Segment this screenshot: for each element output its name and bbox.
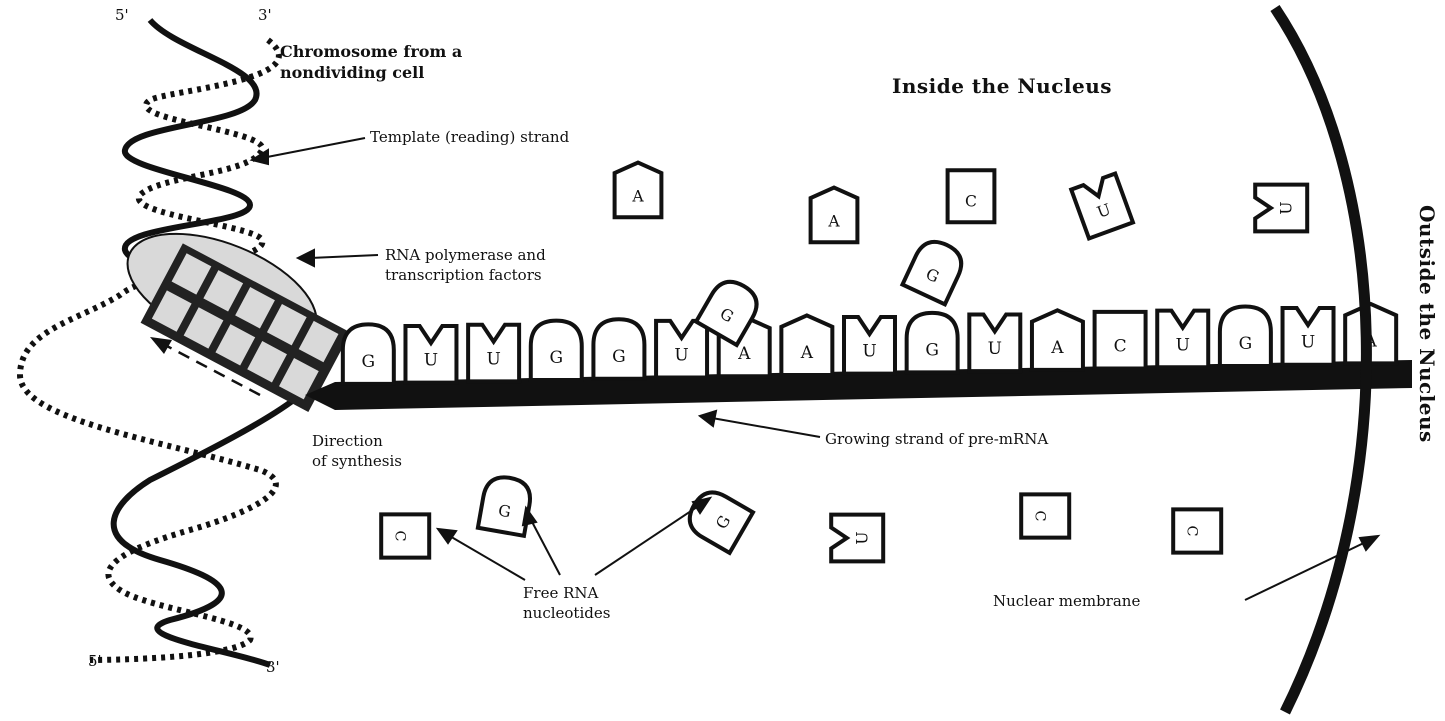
nucleotide-letter: U: [486, 349, 500, 369]
free-nucleotides-label-line1: Free RNA: [523, 584, 599, 602]
nucleotide-letter: C: [392, 530, 408, 541]
polymerase-arrow: [310, 255, 378, 258]
growing-strand-label: Growing strand of pre-mRNA: [825, 430, 1048, 448]
free-nucleotide: C: [1021, 494, 1069, 537]
free-nucleotide: A: [615, 163, 662, 218]
strand-end-bottom-right: 3': [266, 658, 280, 676]
nucleotide-letter: U: [1176, 335, 1190, 355]
mrna-nucleotide: G: [1220, 307, 1271, 366]
nucleotide-letter: A: [800, 343, 814, 363]
nucleotide-letter: U: [424, 351, 438, 371]
mrna-nucleotide: U: [405, 326, 456, 383]
nuclear-membrane-label: Nuclear membrane: [993, 592, 1140, 610]
nucleotide-letter: G: [362, 352, 376, 372]
nucleotide-letter: A: [737, 344, 751, 364]
nucleotide-letter: G: [925, 340, 939, 360]
nucleotide-letter: C: [1114, 337, 1127, 357]
inside-nucleus-title: Inside the Nucleus: [892, 74, 1112, 98]
mrna-nucleotide: U: [844, 317, 895, 374]
nucleotide-letter: U: [862, 342, 876, 362]
chromosome-label-line2: nondividing cell: [280, 63, 424, 82]
polymerase-label-line2: transcription factors: [385, 266, 542, 284]
mrna-nucleotide: G: [907, 313, 958, 372]
outside-nucleus-title: Outside the Nucleus: [1415, 205, 1439, 443]
mrna-nucleotide: U: [656, 321, 707, 378]
direction-label-line2: of synthesis: [312, 452, 402, 470]
nucleotide-letter: G: [612, 347, 626, 367]
mrna-nucleotide: G: [531, 321, 582, 380]
mrna-nucleotide: A: [1032, 310, 1083, 369]
strand-end-bottom-left: 5': [88, 652, 102, 670]
direction-label-line1: Direction: [312, 432, 383, 450]
nucleotide-letter: C: [1184, 525, 1200, 536]
nucleotide-letter: G: [549, 348, 563, 368]
mrna-nucleotide: U: [468, 325, 519, 382]
free-nucleotide: G: [478, 474, 534, 536]
polymerase-label-line1: RNA polymerase and: [385, 246, 546, 264]
free-nucleotide: C: [381, 514, 429, 557]
template-arrow: [262, 138, 365, 158]
nucleotide-letter: G: [1239, 334, 1253, 354]
nucleotide-letter: U: [988, 339, 1002, 359]
free-nucleotide: C: [948, 170, 995, 222]
mrna-nucleotide: U: [969, 314, 1020, 371]
nucleotide-letter: A: [631, 188, 644, 206]
nucleotide-letter: A: [1050, 338, 1064, 358]
free-nucleotides-label-line2: nucleotides: [523, 604, 610, 622]
nucleotide-letter: C: [1032, 510, 1048, 521]
chromosome-label-line1: Chromosome from a: [280, 42, 462, 61]
membrane-arrow: [1245, 540, 1370, 600]
free-nucleotide: A: [811, 188, 858, 243]
free-nucleotide: C: [1173, 509, 1221, 552]
nucleotide-letter: U: [1301, 333, 1315, 353]
free-nucleotide: U: [1255, 185, 1307, 232]
free-nucleotide: G: [902, 235, 967, 304]
free-nucleotide: U: [1071, 174, 1133, 239]
growing-strand-arrow: [712, 418, 820, 437]
free-nucleotide: U: [831, 515, 883, 562]
free-arrow-2: [530, 518, 560, 575]
strand-end-top-left: 5': [115, 6, 129, 24]
direction-arrowhead: [150, 337, 172, 354]
mrna-nucleotide: C: [1095, 312, 1146, 369]
free-nucleotide: G: [682, 485, 753, 553]
nucleotide-letter: U: [854, 531, 872, 544]
template-strand-label: Template (reading) strand: [370, 128, 570, 146]
free-arrow-1: [448, 535, 525, 580]
mrna-nucleotide: U: [1157, 311, 1208, 368]
nucleotide-letter: U: [1278, 201, 1296, 214]
nucleotide-letter: A: [827, 213, 840, 231]
nucleotide-letter: U: [674, 346, 688, 366]
mrna-nucleotide: G: [343, 324, 394, 383]
free-arrow-3: [595, 505, 700, 575]
strand-end-top-right: 3': [258, 6, 272, 24]
nucleotide-letter: C: [965, 193, 977, 211]
mrna-nucleotide: G: [593, 319, 644, 378]
mrna-nucleotide: U: [1283, 308, 1334, 365]
mrna-nucleotide: A: [781, 315, 832, 374]
